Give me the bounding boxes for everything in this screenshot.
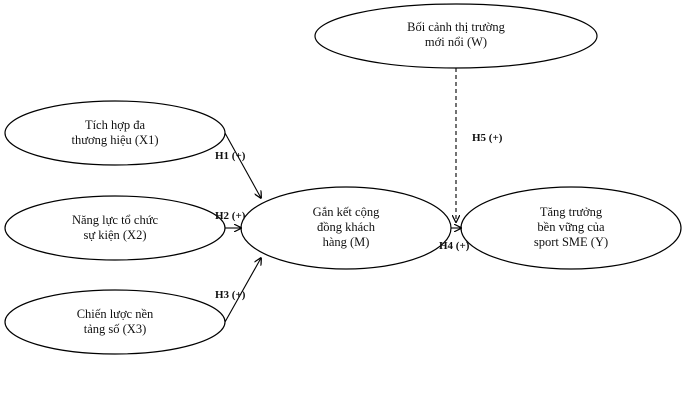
node-y-label: Tăng trưởng bền vững của sport SME (Y)	[533, 205, 609, 249]
node-w-label: Bối cảnh thị trường mới nổi (W)	[407, 20, 505, 49]
hypothesis-h1-label: H1 (+)	[215, 150, 246, 162]
node-m-label: Gắn kết cộng đồng khách hàng (M)	[312, 205, 380, 249]
hypothesis-h2-label: H2 (+)	[215, 210, 246, 222]
node-x3-label: Chiến lược nền tảng số (X3)	[76, 307, 154, 336]
arrow-x1-m	[224, 132, 261, 198]
hypothesis-h4-label: H4 (+)	[439, 240, 470, 252]
hypothesis-h3-label: H3 (+)	[215, 289, 246, 301]
node-x1-label: Tích hợp đa thương hiệu (X1)	[71, 118, 159, 147]
hypothesis-h5-label: H5 (+)	[472, 132, 503, 144]
arrow-x3-m	[224, 258, 261, 323]
node-x2-label: Năng lực tổ chức sự kiện (X2)	[71, 213, 159, 242]
